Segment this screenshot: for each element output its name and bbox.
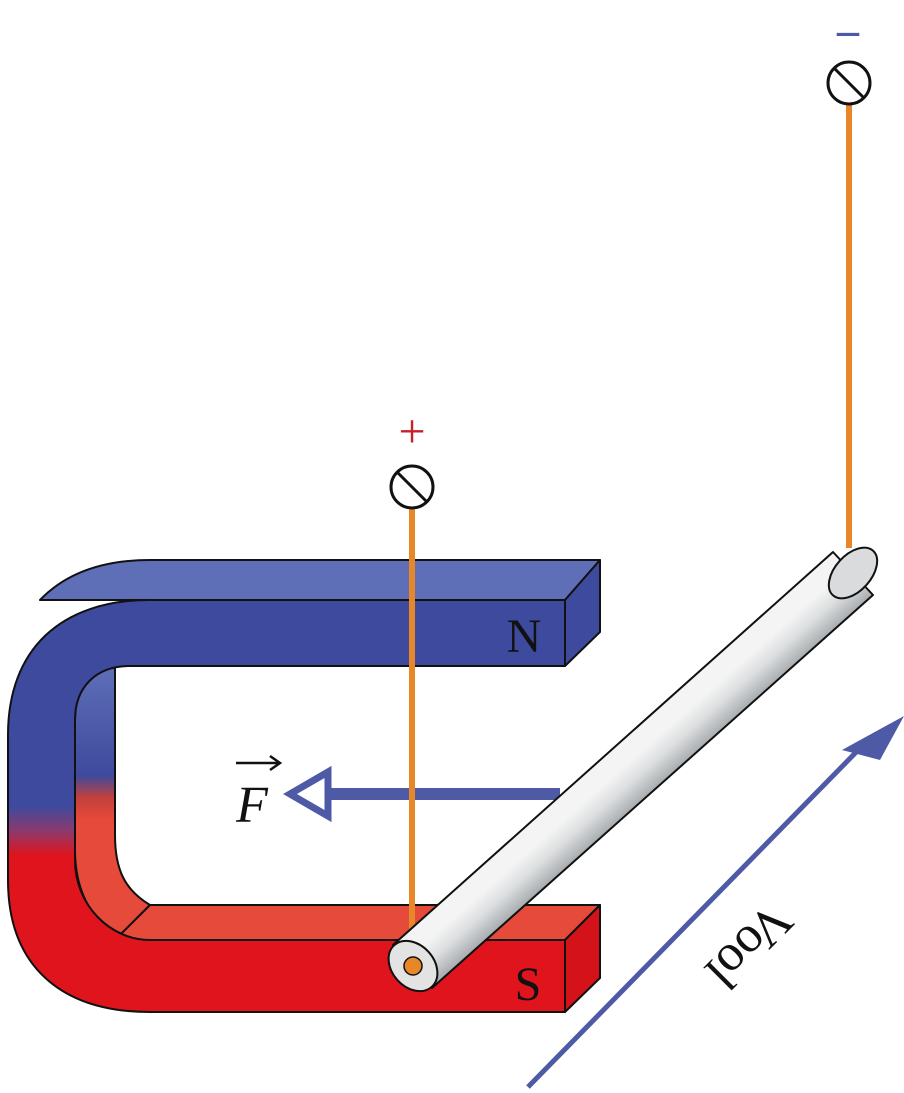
hollow-arrow-left-icon (283, 765, 332, 823)
current-label: Vool (694, 891, 803, 1000)
arrow-up-right-icon (842, 716, 904, 760)
positive-terminal-label: + (398, 405, 425, 458)
positive-terminal: + (389, 405, 435, 510)
force-arrow: F (235, 754, 560, 834)
force-label: F (235, 777, 269, 834)
magnet-inner-face (74, 665, 151, 941)
negative-terminal-label: – (836, 6, 860, 55)
north-arm-top-face (39, 559, 601, 601)
north-pole-label: N (507, 610, 542, 663)
force-arrow-shaft (320, 788, 560, 800)
magnet-front-face (7, 599, 566, 1013)
conducting-rod (387, 546, 879, 993)
south-arm-top-face (114, 904, 601, 941)
negative-terminal: – (826, 6, 872, 106)
rod-far-end (827, 546, 879, 600)
rod-wire-core (403, 956, 423, 976)
force-vector-arrow-icon (236, 754, 283, 772)
current-arrow: Vool (526, 716, 904, 1089)
horseshoe-magnet: N S (7, 559, 601, 1013)
south-pole-label: S (515, 958, 542, 1011)
current-arrow-shaft (526, 736, 872, 1089)
